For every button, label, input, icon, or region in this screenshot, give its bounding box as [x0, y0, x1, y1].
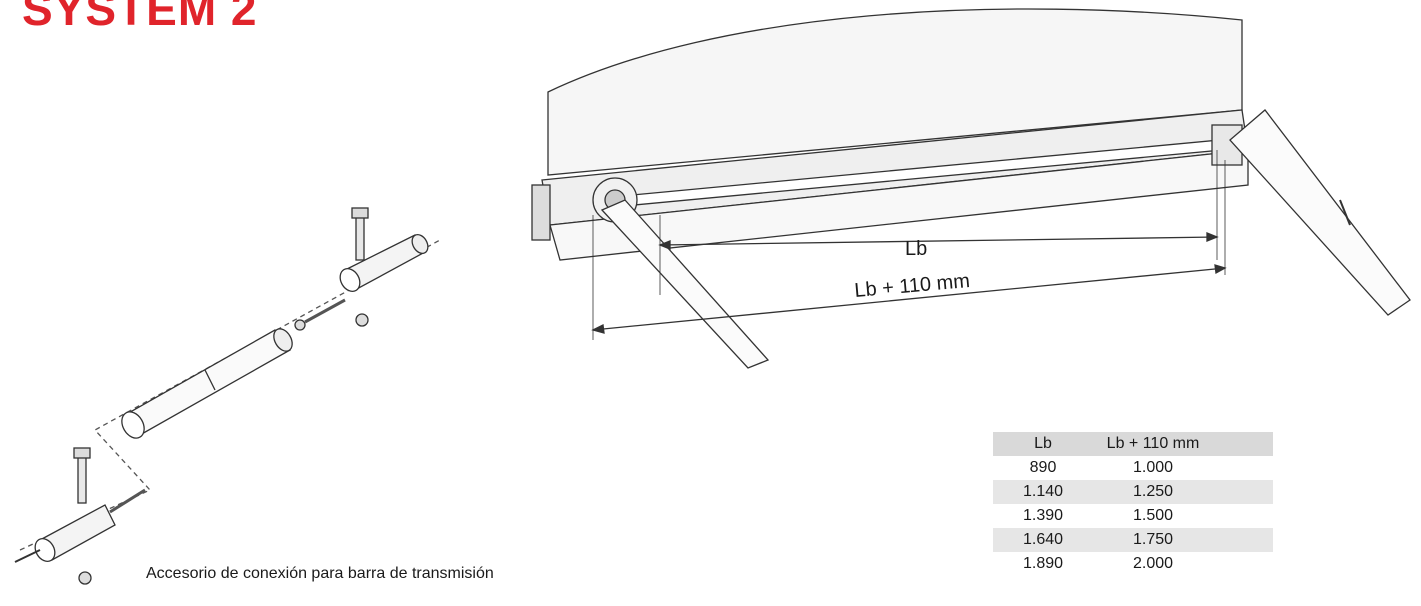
- table-cell: 1.250: [1132, 483, 1174, 500]
- table-cell: 1.140: [1022, 483, 1064, 500]
- assembly-axis-line: [19, 239, 441, 551]
- table-cell: 1.640: [1022, 531, 1064, 548]
- wall-bracket: [531, 184, 551, 241]
- dim-label-lb-plus: Lb + 110 mm: [854, 270, 971, 302]
- dimension-table: Lb Lb + 110 mm 890 1.000 1.140 1.250 1.3…: [993, 432, 1273, 576]
- table-row: 1.390 1.500: [993, 504, 1273, 528]
- table-cell: 2.000: [1132, 555, 1174, 572]
- table-row: 1.890 2.000: [993, 552, 1273, 576]
- transmission-tube: [121, 328, 293, 439]
- middle-bolt: [294, 298, 346, 331]
- right-arm: [1211, 109, 1411, 316]
- connection-kit-drawing: [14, 207, 441, 585]
- table-header-lb-plus: Lb + 110 mm: [1106, 435, 1200, 452]
- table-row: 1.140 1.250: [993, 480, 1273, 504]
- awning-diagram: Lb Lb + 110 mm: [531, 8, 1411, 369]
- dimension-lb-plus-line: [591, 160, 1227, 340]
- awning-cover: [547, 8, 1243, 176]
- table-row: 890 1.000: [993, 456, 1273, 480]
- page-title: SYSTEM 2: [22, 0, 258, 35]
- lower-coupling: [14, 447, 146, 585]
- kit-caption: Accesorio de conexión para barra de tran…: [146, 565, 494, 582]
- dimension-lb-line: [658, 150, 1219, 295]
- dim-label-lb: Lb: [905, 238, 927, 260]
- left-arm: [592, 177, 770, 369]
- table-header-spacer: [1213, 432, 1273, 456]
- table-row: 1.640 1.750: [993, 528, 1273, 552]
- table-header-row: Lb Lb + 110 mm: [993, 432, 1273, 456]
- table-cell: 1.500: [1132, 507, 1174, 524]
- table-cell: 1.750: [1132, 531, 1174, 548]
- table-cell: 890: [1029, 459, 1057, 476]
- upper-coupling: [339, 207, 429, 327]
- table-cell: 1.390: [1022, 507, 1064, 524]
- table-cell: 1.000: [1132, 459, 1174, 476]
- table-header-lb: Lb: [1034, 435, 1052, 452]
- table-cell: 1.890: [1022, 555, 1064, 572]
